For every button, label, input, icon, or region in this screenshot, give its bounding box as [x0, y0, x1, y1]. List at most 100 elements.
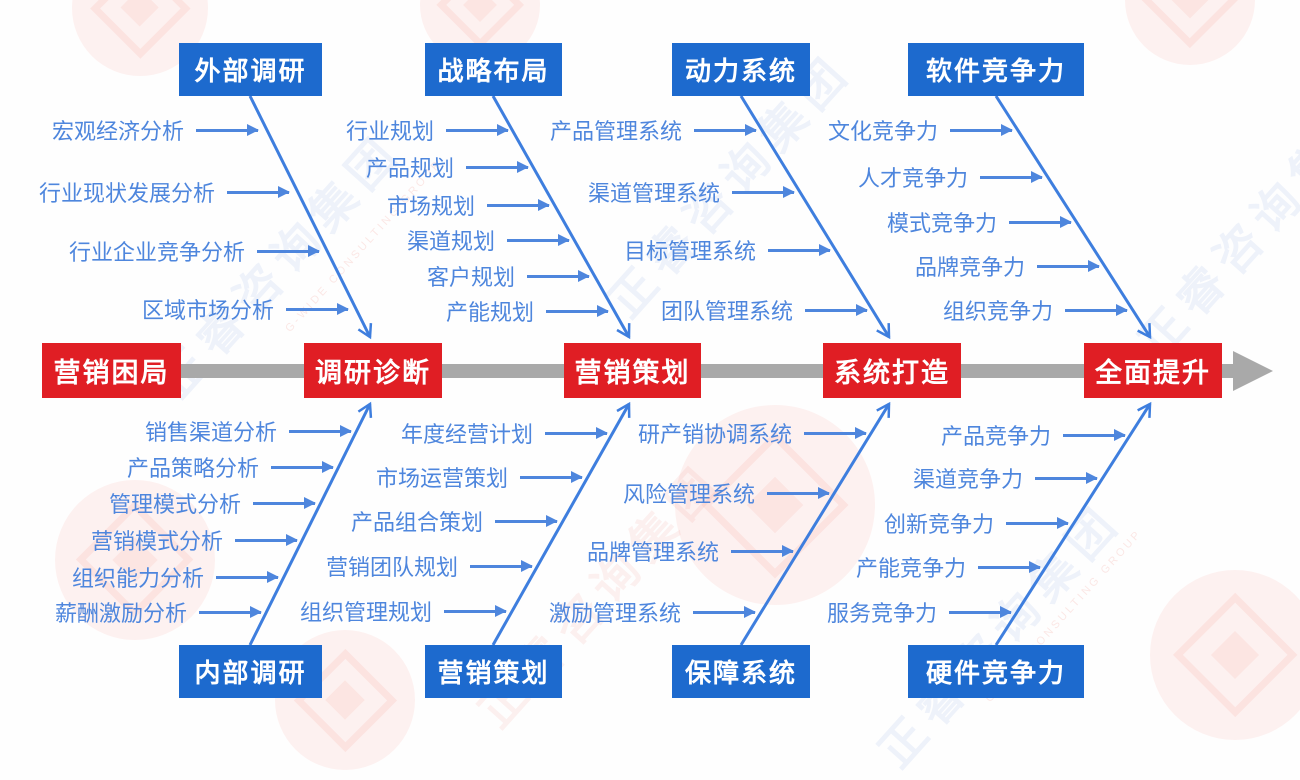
stage-box: 营销策划	[564, 343, 701, 398]
bone-item: 市场规划	[387, 191, 549, 219]
category-box-bottom: 营销策划	[425, 645, 562, 698]
bone-label: 品牌管理系统	[586, 540, 719, 565]
bone-item: 产品策略分析	[127, 453, 333, 481]
bone-item: 组织管理规划	[300, 597, 506, 625]
bone-item: 团队管理系统	[661, 296, 867, 324]
bone-line	[994, 95, 1152, 340]
arrow-icon	[495, 519, 557, 523]
bone-item: 创新竞争力	[884, 509, 1068, 537]
bone-item: 渠道管理系统	[588, 178, 794, 206]
arrow-icon	[545, 431, 607, 435]
arrow-icon	[978, 565, 1040, 569]
category-box-top: 战略布局	[425, 43, 562, 96]
arrow-icon	[805, 308, 867, 312]
bone-item: 客户规划	[427, 262, 589, 290]
category-box-top: 外部调研	[179, 43, 322, 96]
arrow-icon	[216, 575, 278, 579]
bone-label: 目标管理系统	[623, 239, 756, 264]
stage-box: 营销困局	[42, 343, 181, 398]
bone-line	[248, 95, 373, 340]
bone-label: 销售渠道分析	[144, 420, 277, 445]
bone-label: 薪酬激励分析	[54, 601, 187, 626]
watermark-logo	[55, 480, 215, 640]
category-box-bottom: 硬件竞争力	[908, 645, 1084, 698]
arrow-icon	[271, 465, 333, 469]
bone-line	[994, 401, 1152, 646]
bone-item: 薪酬激励分析	[55, 598, 261, 626]
bone-label: 区域市场分析	[141, 298, 274, 323]
bone-item: 管理模式分析	[109, 489, 315, 517]
arrow-icon	[1063, 433, 1125, 437]
bone-label: 模式竞争力	[886, 211, 997, 236]
bone-label: 营销模式分析	[90, 529, 223, 554]
bone-label: 产品策略分析	[126, 456, 259, 481]
arrow-icon	[289, 429, 351, 433]
watermark-logo	[1150, 570, 1300, 740]
bone-label: 行业规划	[345, 119, 434, 144]
bone-item: 行业现状发展分析	[39, 178, 289, 206]
bone-label: 产能规划	[445, 300, 534, 325]
arrow-icon	[768, 248, 830, 252]
bone-item: 行业企业竞争分析	[69, 237, 319, 265]
arrow-icon	[732, 190, 794, 194]
bone-label: 研产销协调系统	[637, 422, 792, 447]
bone-item: 人才竞争力	[858, 163, 1042, 191]
bone-line	[491, 401, 631, 646]
bone-item: 产品竞争力	[941, 421, 1125, 449]
bone-label: 宏观经济分析	[51, 119, 184, 144]
bone-label: 激励管理系统	[548, 601, 681, 626]
bone-label: 行业企业竞争分析	[68, 240, 245, 265]
bone-item: 产能竞争力	[856, 553, 1040, 581]
bone-label: 市场规划	[386, 194, 475, 219]
bone-item: 营销模式分析	[91, 526, 297, 554]
spine-line	[181, 364, 1233, 378]
arrow-icon	[466, 165, 528, 169]
bone-label: 管理模式分析	[108, 492, 241, 517]
bone-label: 服务竞争力	[826, 601, 937, 626]
bone-lines	[248, 95, 1152, 646]
bone-label: 渠道规划	[406, 229, 495, 254]
bone-item: 渠道规划	[407, 226, 569, 254]
bone-label: 团队管理系统	[660, 299, 793, 324]
bone-line	[491, 95, 631, 340]
arrow-icon	[227, 190, 289, 194]
arrow-icon	[470, 564, 532, 568]
bone-label: 产能竞争力	[855, 556, 966, 581]
stage-box: 调研诊断	[304, 343, 442, 398]
bone-item: 研产销协调系统	[638, 419, 866, 447]
category-box-top: 动力系统	[672, 43, 810, 96]
bone-label: 渠道竞争力	[912, 467, 1023, 492]
watermark-logo	[675, 405, 875, 605]
bone-label: 文化竞争力	[827, 119, 938, 144]
bone-label: 组织管理规划	[299, 600, 432, 625]
bone-item: 服务竞争力	[827, 598, 1011, 626]
bone-line	[248, 401, 373, 646]
bone-item: 文化竞争力	[828, 116, 1012, 144]
stage-box: 系统打造	[823, 343, 961, 398]
arrow-icon	[546, 309, 608, 313]
bone-item: 宏观经济分析	[52, 116, 258, 144]
bone-label: 组织能力分析	[71, 566, 204, 591]
bone-label: 组织竞争力	[942, 299, 1053, 324]
bone-item: 产品组合策划	[351, 507, 557, 535]
bone-label: 市场运营策划	[375, 466, 508, 491]
bone-line	[739, 401, 891, 646]
bone-label: 年度经营计划	[400, 422, 533, 447]
bone-item: 品牌管理系统	[587, 537, 793, 565]
bone-label: 人才竞争力	[857, 166, 968, 191]
arrow-icon	[199, 610, 261, 614]
bone-label: 营销团队规划	[325, 555, 458, 580]
bone-item: 年度经营计划	[401, 419, 607, 447]
category-box-bottom: 保障系统	[672, 645, 810, 698]
bone-item: 区域市场分析	[142, 295, 348, 323]
bone-item: 销售渠道分析	[145, 417, 351, 445]
bone-item: 营销团队规划	[326, 552, 532, 580]
bone-label: 行业现状发展分析	[38, 181, 215, 206]
arrow-icon	[487, 203, 549, 207]
arrow-icon	[804, 431, 866, 435]
arrow-icon	[253, 501, 315, 505]
bone-item: 行业规划	[346, 116, 508, 144]
arrow-icon	[1006, 521, 1068, 525]
bone-item: 激励管理系统	[549, 598, 755, 626]
arrow-icon	[507, 238, 569, 242]
